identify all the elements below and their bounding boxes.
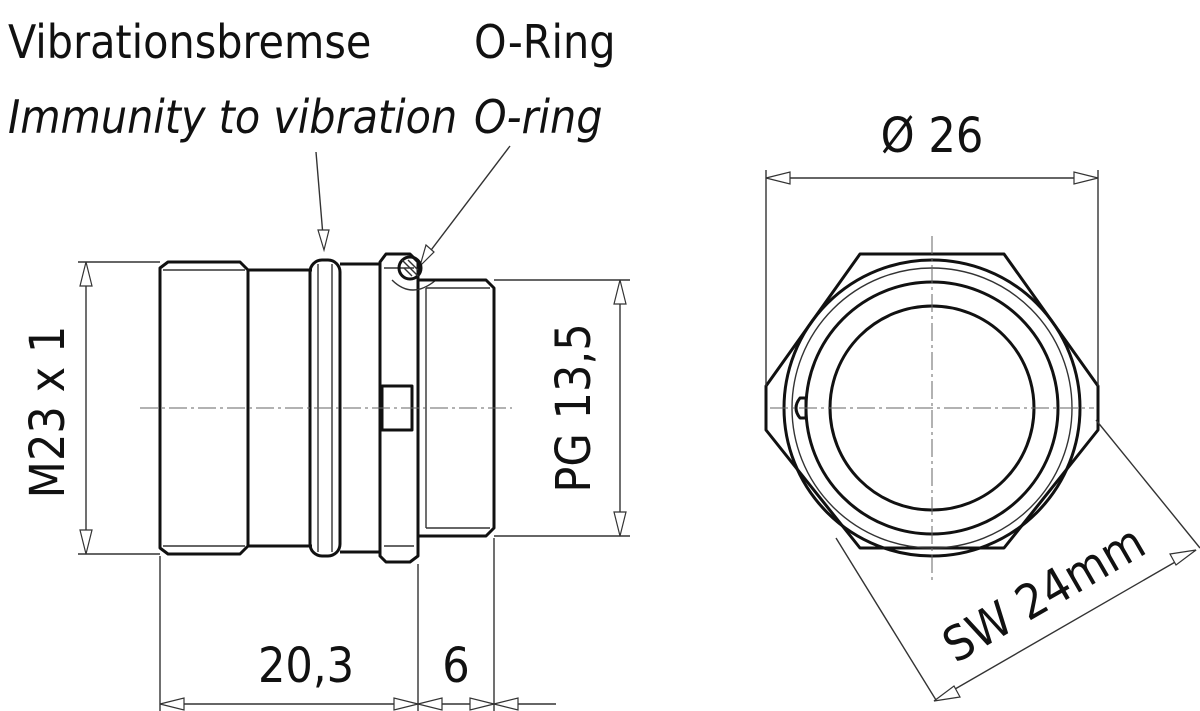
front-view: [764, 236, 1100, 584]
label-vibration-en: Immunity to vibration: [8, 90, 457, 144]
dim-wrench-label: SW 24mm: [933, 514, 1154, 674]
dim-diameter-label: Ø 26: [881, 108, 984, 164]
label-vibration-de: Vibrationsbremse: [8, 15, 371, 69]
dim-length: 20,3 6: [159, 538, 556, 711]
dim-diameter: Ø 26: [765, 108, 1099, 386]
leader-vibration: [315, 151, 330, 253]
dim-thread: M23 x 1: [20, 261, 160, 555]
label-oring-en: O-ring: [474, 90, 603, 144]
dim-length-main-label: 20,3: [258, 638, 354, 694]
label-oring-de: O-Ring: [474, 15, 616, 69]
dim-pg: PG 13,5: [494, 279, 630, 537]
leader-oring: [418, 145, 511, 269]
side-view: [140, 252, 512, 564]
dim-pg-label: PG 13,5: [546, 323, 602, 492]
dim-length-tail-label: 6: [442, 638, 469, 694]
dim-thread-label: M23 x 1: [20, 326, 76, 499]
